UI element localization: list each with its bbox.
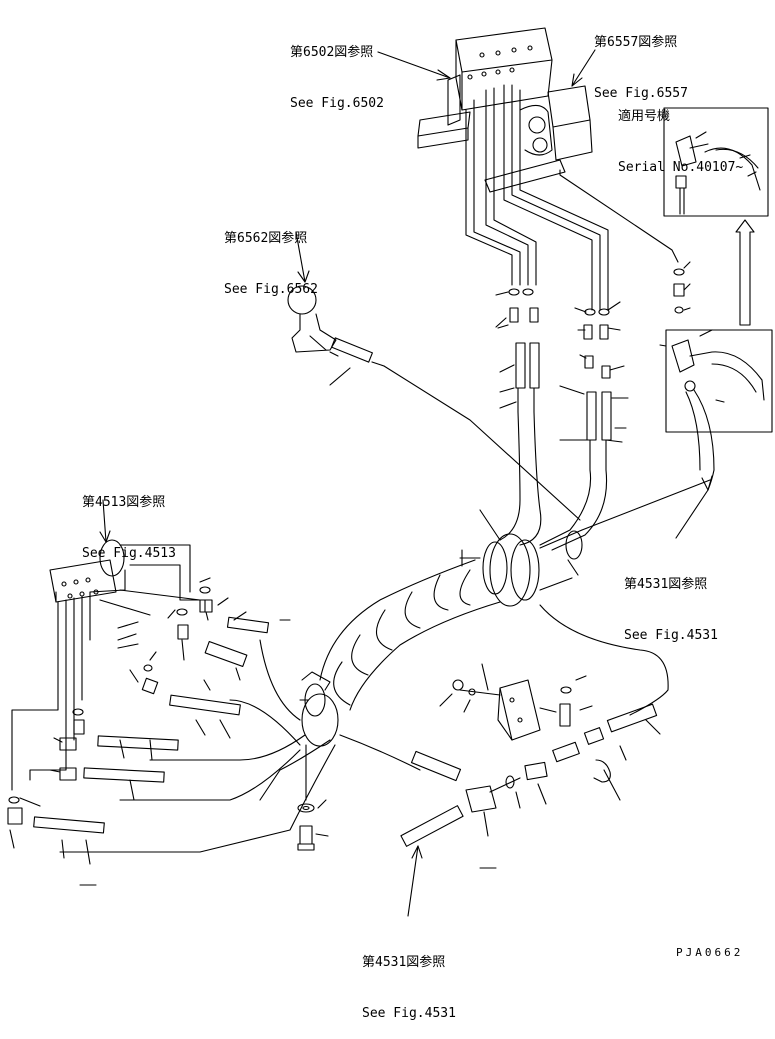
ref-fig4513-en: See Fig.4513 bbox=[82, 546, 176, 561]
ref-fig4531-bottom: 第4531図参照 See Fig.4531 bbox=[362, 920, 456, 1039]
ref-fig6502: 第6502図参照 See Fig.6502 bbox=[290, 10, 384, 129]
pilot-lines-top bbox=[465, 84, 679, 311]
serial-label-en: Serial No.40107~ bbox=[618, 160, 744, 175]
ref-fig4531-right-en: See Fig.4531 bbox=[624, 628, 718, 643]
valve-block-6502 bbox=[377, 27, 553, 149]
ref-fig6557: 第6557図参照 See Fig.6557 bbox=[594, 0, 688, 119]
lever-6562 bbox=[287, 231, 581, 521]
serial-inset bbox=[663, 107, 769, 217]
ref-fig6562: 第6562図参照 See Fig.6562 bbox=[224, 196, 318, 315]
ref-fig4531-right: 第4531図参照 See Fig.4531 bbox=[624, 542, 718, 661]
block-4513 bbox=[11, 499, 206, 791]
hose-bundle bbox=[299, 559, 501, 747]
parts-diagram bbox=[7, 27, 773, 917]
ref-fig6557-jp: 第6557図参照 bbox=[594, 35, 678, 50]
hoses-to-swivel bbox=[499, 411, 608, 551]
serial-label: 適用号機 Serial No.40107~ bbox=[618, 74, 743, 193]
bolt-washer bbox=[297, 799, 329, 851]
leader-4531-right bbox=[79, 475, 713, 886]
fittings-left bbox=[7, 577, 291, 865]
valve-6557 bbox=[484, 49, 596, 193]
ref-fig6562-en: See Fig.6562 bbox=[224, 282, 318, 297]
bracket-assembly bbox=[439, 663, 661, 809]
fittings-center bbox=[495, 261, 691, 471]
ref-fig4531-bottom-jp: 第4531図参照 bbox=[362, 955, 446, 970]
swivel-joint bbox=[459, 479, 711, 607]
ref-fig4531-right-jp: 第4531図参照 bbox=[624, 577, 708, 592]
drawing-code: PJA0662 bbox=[676, 946, 744, 959]
ref-fig6502-en: See Fig.6502 bbox=[290, 96, 384, 111]
ref-fig6502-jp: 第6502図参照 bbox=[290, 45, 374, 60]
return-lines bbox=[59, 604, 669, 853]
detail-box bbox=[659, 329, 773, 491]
ref-fig6557-en: See Fig.6557 bbox=[594, 86, 688, 101]
serial-label-jp: 適用号機 bbox=[618, 109, 671, 124]
ref-fig4513: 第4513図参照 See Fig.4513 bbox=[82, 460, 176, 579]
ref-fig4531-bottom-en: See Fig.4531 bbox=[362, 1006, 456, 1021]
serial-arrow bbox=[735, 219, 755, 326]
lower-tee bbox=[400, 750, 521, 917]
ref-fig4513-jp: 第4513図参照 bbox=[82, 495, 166, 510]
ref-fig6562-jp: 第6562図参照 bbox=[224, 231, 308, 246]
